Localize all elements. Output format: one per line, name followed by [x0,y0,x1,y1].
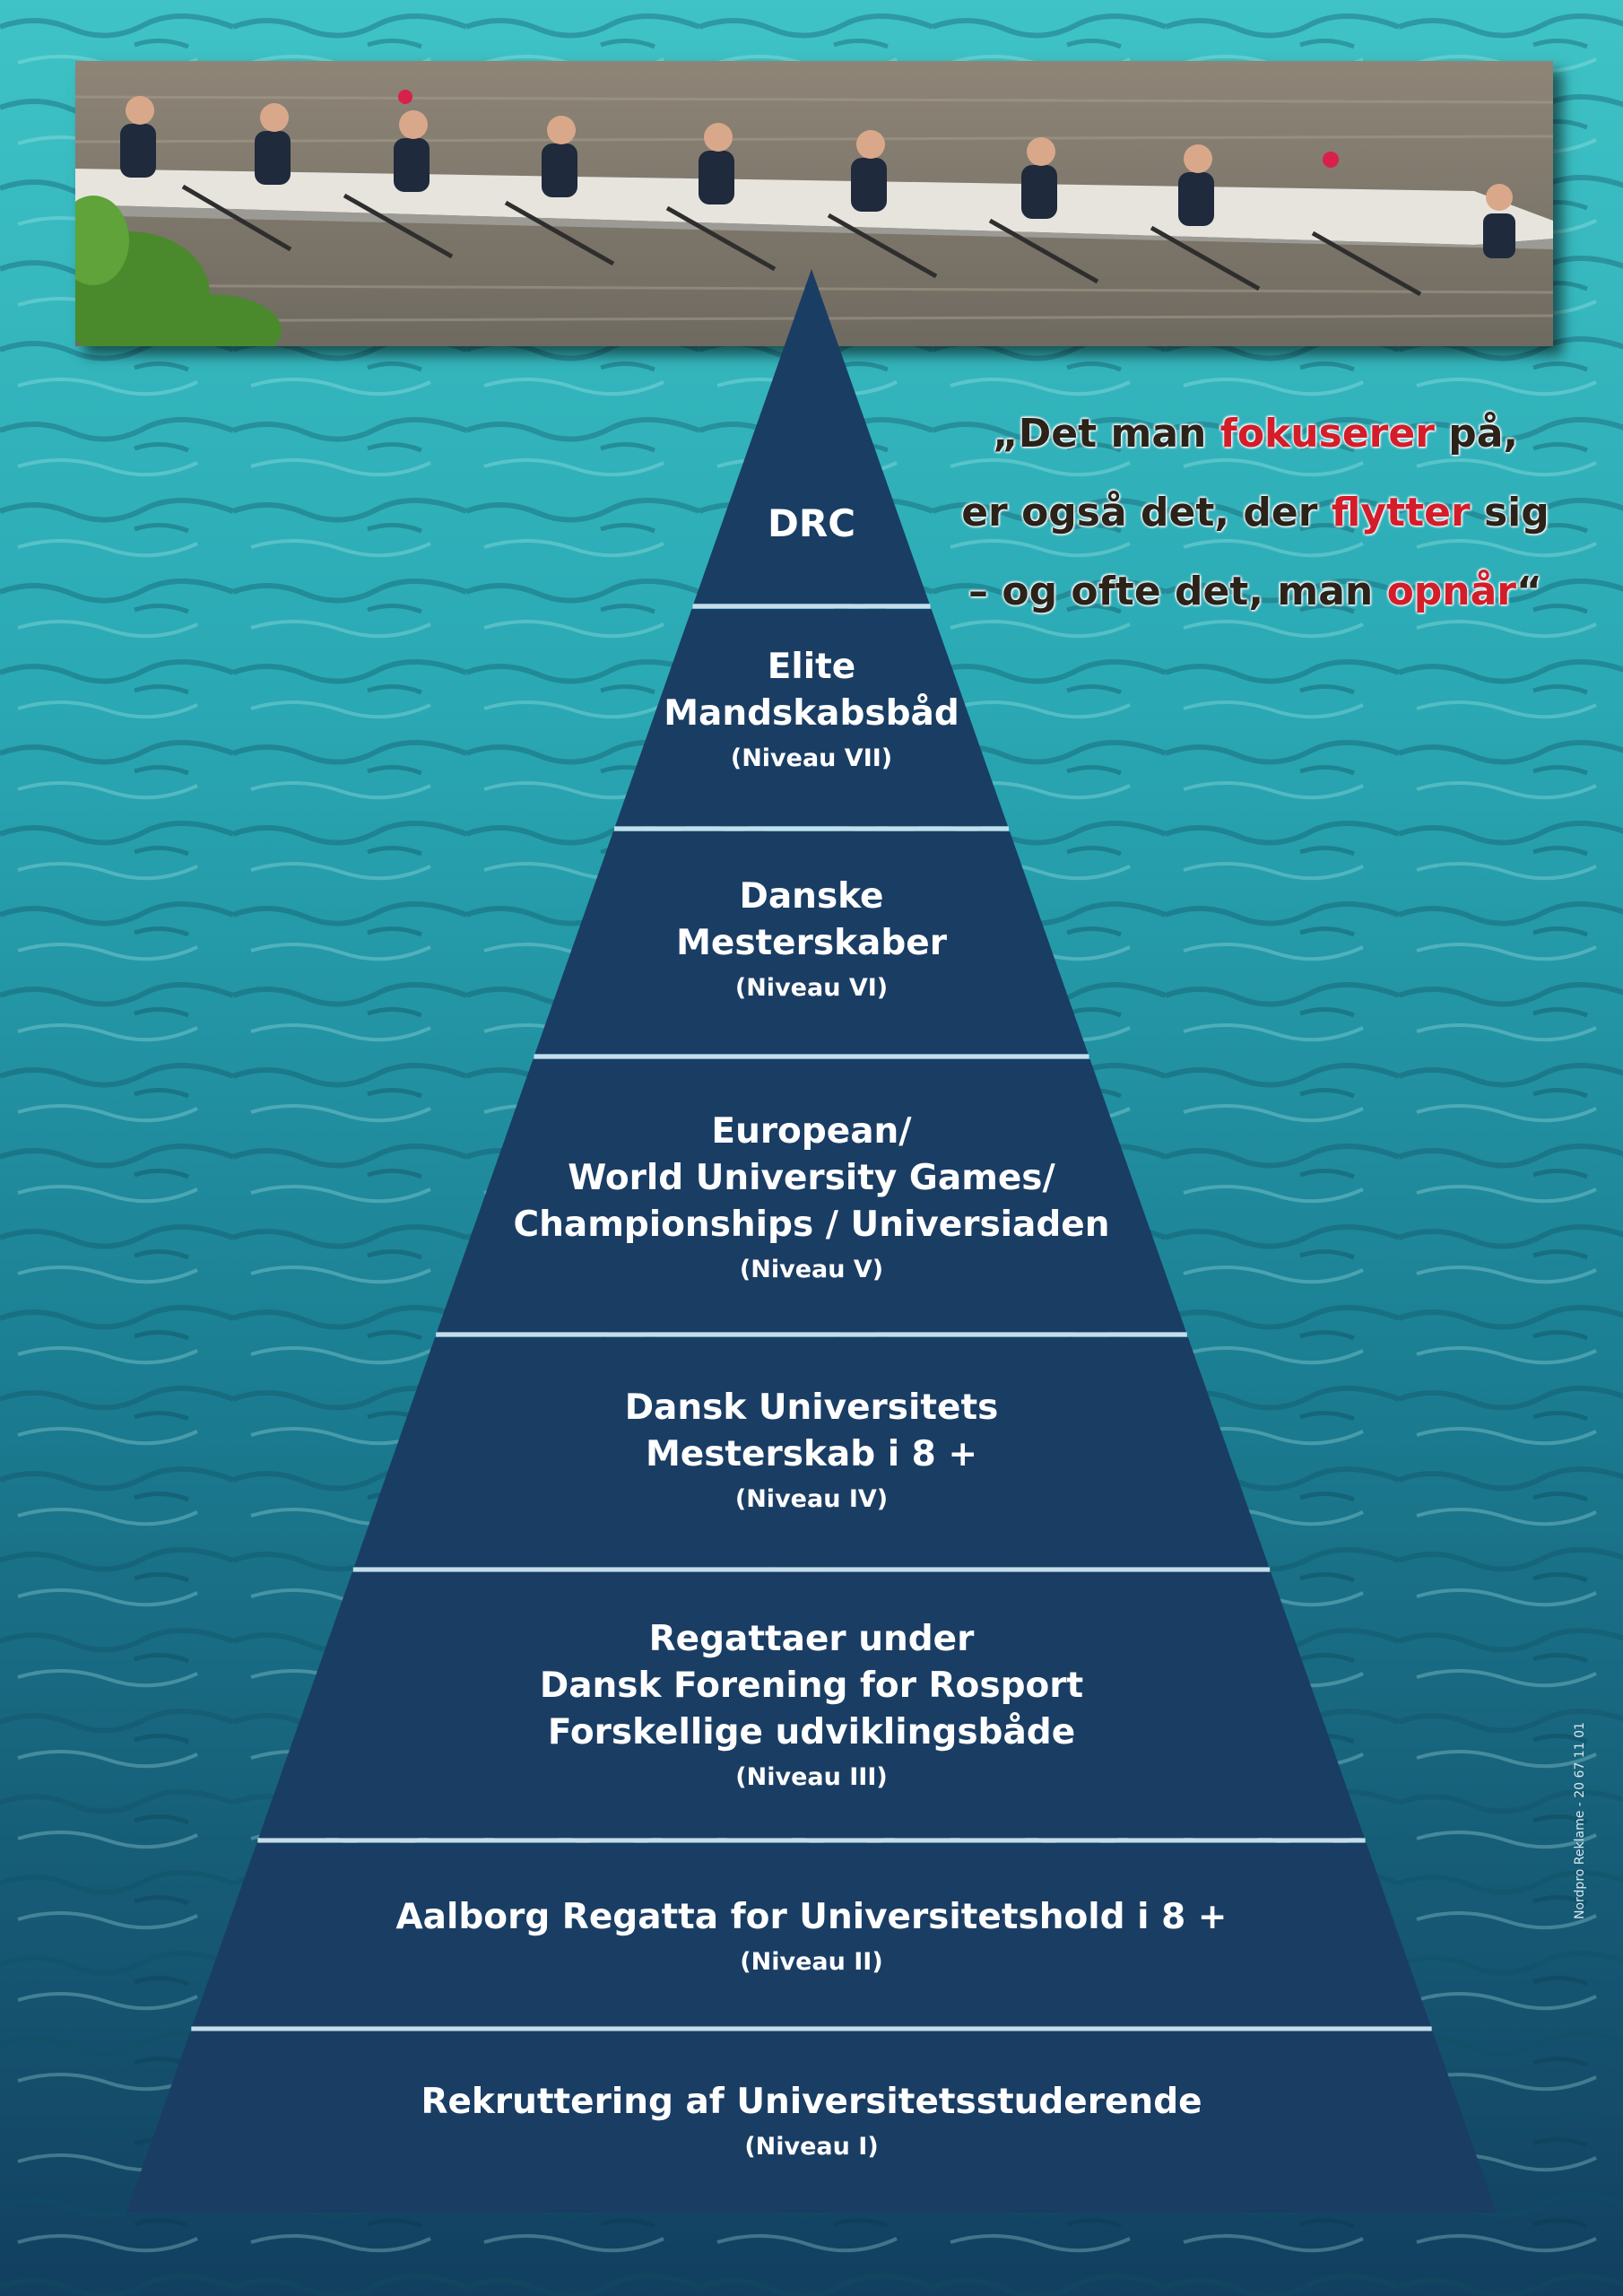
pyramid-level-drc: DRC [0,500,1623,547]
level-title: Regattaer under Dansk Forening for Rospo… [539,1619,1084,1752]
level-title: European/ World University Games/ Champi… [513,1111,1110,1245]
level-title: Dansk Universitets Mesterskab i 8 + [624,1387,999,1474]
quote-line-3: – og ofte det, man opnår“ [968,569,1542,614]
level-subtitle: (Niveau III) [735,1763,888,1791]
pyramid-level-6: Danske Mesterskaber (Niveau VI) [0,874,1623,1010]
pyramid-band [126,2031,1497,2213]
level-subtitle: (Niveau I) [744,2133,879,2161]
pyramid-band [693,269,930,604]
level-title: DRC [767,501,856,545]
pyramid-band [615,609,1008,826]
level-subtitle: (Niveau II) [740,1948,883,1976]
pyramid-level-5: European/ World University Games/ Champi… [0,1109,1623,1292]
pyramid-band [534,831,1089,1054]
quote-line-2: er også det, der flytter sig [961,490,1549,535]
level-subtitle: (Niveau IV) [734,1485,889,1513]
pyramid-level-2: Aalborg Regatta for Universitetshold i 8… [0,1894,1623,1984]
pyramid-band [437,1059,1186,1332]
pyramid-band [258,1572,1365,1838]
level-subtitle: (Niveau V) [739,1256,884,1283]
pyramid-band [192,1843,1431,2026]
level-title: Aalborg Regatta for Universitetshold i 8… [395,1897,1228,1937]
pyramid-band [353,1337,1270,1567]
pyramid-level-1: Rekruttering af Universitetsstuderende (… [0,2079,1623,2169]
pyramid-level-3: Regattaer under Dansk Forening for Rospo… [0,1616,1623,1799]
quote-line-1: „Det man fokuserer på, [992,411,1519,457]
level-subtitle: (Niveau VII) [730,744,893,772]
level-title: Danske Mesterskaber [676,876,947,963]
pyramid-level-4: Dansk Universitets Mesterskab i 8 + (Niv… [0,1385,1623,1521]
pyramid-level-7: Elite Mandskabsbåd (Niveau VII) [0,644,1623,780]
print-credit: Nordpro Reklame - 20 67 11 01 [1573,1722,1587,1919]
level-title: Rekruttering af Universitetsstuderende [421,2082,1202,2122]
level-subtitle: (Niveau VI) [734,974,889,1002]
level-title: Elite Mandskabsbåd [664,647,959,734]
motto-quote: „Det man fokuserer på, er også det, der … [915,395,1596,631]
